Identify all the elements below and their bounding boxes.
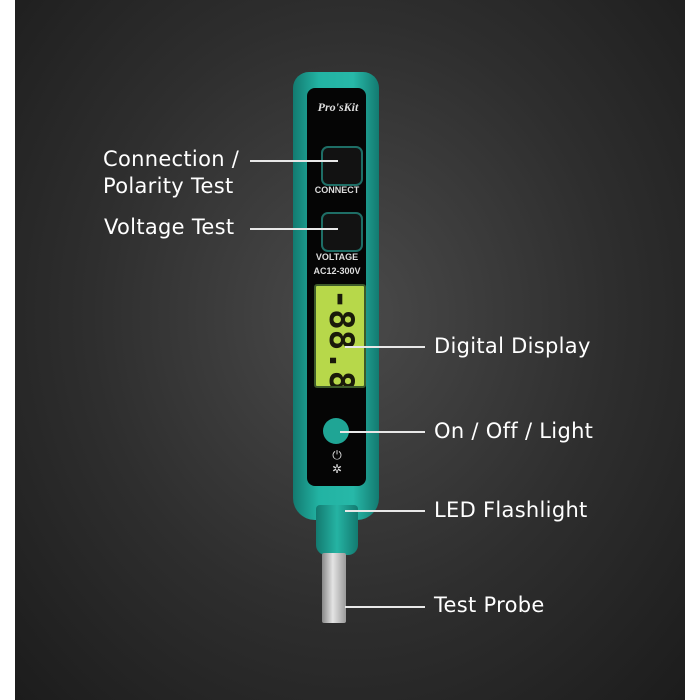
voltage-button[interactable]: [321, 212, 363, 252]
callout-power: On / Off / Light: [434, 419, 594, 443]
power-light-icons: ⏻✲: [326, 448, 348, 476]
tester-neck: [316, 505, 358, 555]
leader-line: [345, 346, 425, 348]
leader-line: [250, 160, 338, 162]
power-icon: ⏻: [332, 448, 342, 462]
leader-line: [345, 510, 425, 512]
callout-display: Digital Display: [434, 334, 591, 358]
callout-voltage: Voltage Test: [104, 215, 235, 239]
connect-caption: CONNECT: [314, 185, 360, 195]
voltage-caption: VOLTAGE: [315, 252, 359, 262]
test-probe: [322, 553, 346, 623]
callout-connection-line2: Polarity Test: [103, 174, 234, 198]
leader-line: [345, 606, 425, 608]
lcd-digits: -88.8: [321, 288, 361, 388]
callout-connection-line1: Connection /: [103, 147, 240, 171]
callout-probe: Test Probe: [434, 593, 545, 617]
brand-logo: Pro'sKit: [317, 100, 359, 114]
leader-line: [340, 431, 425, 433]
leader-line: [250, 228, 338, 230]
light-icon: ✲: [331, 462, 343, 476]
connect-button[interactable]: [321, 146, 363, 186]
digital-display: -88.8: [314, 284, 366, 388]
callout-led: LED Flashlight: [434, 498, 588, 522]
range-caption: AC12-300V: [313, 266, 361, 276]
